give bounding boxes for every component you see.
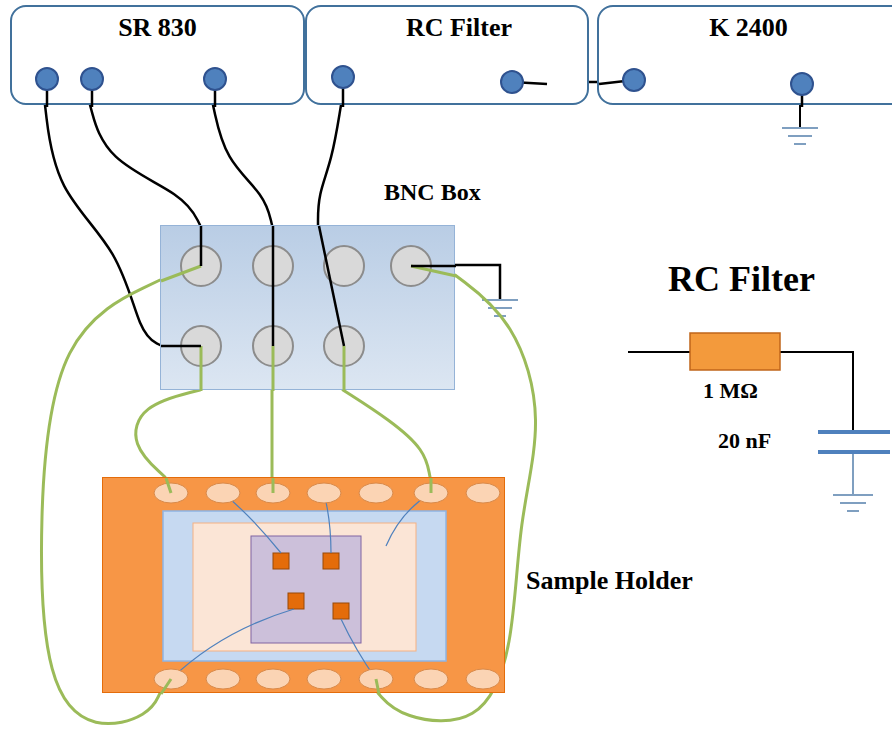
ground-symbol <box>794 143 806 145</box>
jack-socket <box>36 68 58 90</box>
jack-socket <box>791 73 813 95</box>
capacitor-plate <box>818 450 890 454</box>
cable-stub <box>319 226 344 346</box>
contact-pad <box>323 553 339 569</box>
part-drawing <box>161 226 456 391</box>
ground-symbol <box>840 502 866 504</box>
bnc-cable <box>589 81 597 84</box>
jack-socket <box>623 69 645 91</box>
cable-stub <box>200 226 203 266</box>
schematic-wire <box>852 452 854 495</box>
part-drawing-group <box>154 478 500 694</box>
chip-carrier <box>193 523 416 651</box>
ground-wire <box>455 265 500 300</box>
resistor-symbol <box>690 333 780 370</box>
part-drawing-group <box>332 66 547 107</box>
holder-pin <box>307 669 341 689</box>
cable-stub <box>272 478 275 493</box>
cable-stub <box>343 346 346 391</box>
holder-pin <box>206 483 240 503</box>
holder-pin <box>414 669 448 689</box>
holder-pin <box>256 669 290 689</box>
jack-socket <box>332 66 354 88</box>
cable-stub <box>166 478 171 493</box>
cable-stub <box>376 679 379 694</box>
bnc-cable <box>90 105 200 225</box>
sample-wire <box>136 390 200 477</box>
box-title: RC Filter <box>319 13 599 43</box>
cable-stub <box>161 266 201 281</box>
ground-symbol <box>788 135 812 137</box>
ground-symbol <box>782 127 818 129</box>
jack-socket <box>501 71 523 93</box>
cable-stub <box>430 478 433 493</box>
holder-pin <box>307 483 341 503</box>
cable-stub <box>161 679 171 694</box>
box-heading: BNC Box <box>384 179 481 206</box>
jack-socket <box>81 68 103 90</box>
cable-stub <box>161 345 201 348</box>
resistor-value: 1 MΩ <box>703 378 758 404</box>
ground-symbol <box>847 510 859 512</box>
capacitor-value: 20 nF <box>718 428 771 454</box>
sample-wire <box>271 390 274 477</box>
sample-wire <box>343 390 430 477</box>
instrument-box: SR 830 <box>10 5 305 105</box>
ground-wire <box>799 105 801 128</box>
cable-stub <box>411 266 456 276</box>
capacitor-plate <box>818 430 890 434</box>
cable-stub <box>272 346 275 391</box>
schematic-wire <box>628 351 690 353</box>
ground-symbol <box>833 494 873 496</box>
bnc-box: BNC Box <box>160 225 455 390</box>
holder-pin <box>359 483 393 503</box>
contact-pad <box>288 593 304 609</box>
part-drawing-group <box>36 68 226 107</box>
contact-pad <box>333 603 349 619</box>
cable-stub <box>200 346 203 391</box>
schematic-wire <box>780 352 853 432</box>
schematic-title: RC Filter <box>668 258 815 300</box>
box-title: K 2400 <box>569 13 892 43</box>
part-drawing <box>103 478 506 694</box>
substrate <box>163 511 446 661</box>
box-heading: Sample Holder <box>526 566 693 596</box>
cable-stub <box>411 265 456 268</box>
jack-socket <box>204 68 226 90</box>
instrument-box: K 2400 <box>597 5 892 105</box>
bnc-cable <box>213 105 272 225</box>
part-drawing-group <box>599 69 813 107</box>
holder-pin <box>466 669 500 689</box>
holder-pin <box>206 669 240 689</box>
contact-pad <box>273 553 289 569</box>
box-title: SR 830 <box>12 13 303 43</box>
holder-pin <box>466 483 500 503</box>
bond-wire <box>171 609 294 679</box>
bnc-cable <box>318 105 341 225</box>
part-drawing-group <box>161 226 456 391</box>
filter-box: RC Filter <box>305 5 589 105</box>
cable-stub <box>272 226 275 346</box>
sample-holder: Sample Holder <box>102 477 505 693</box>
